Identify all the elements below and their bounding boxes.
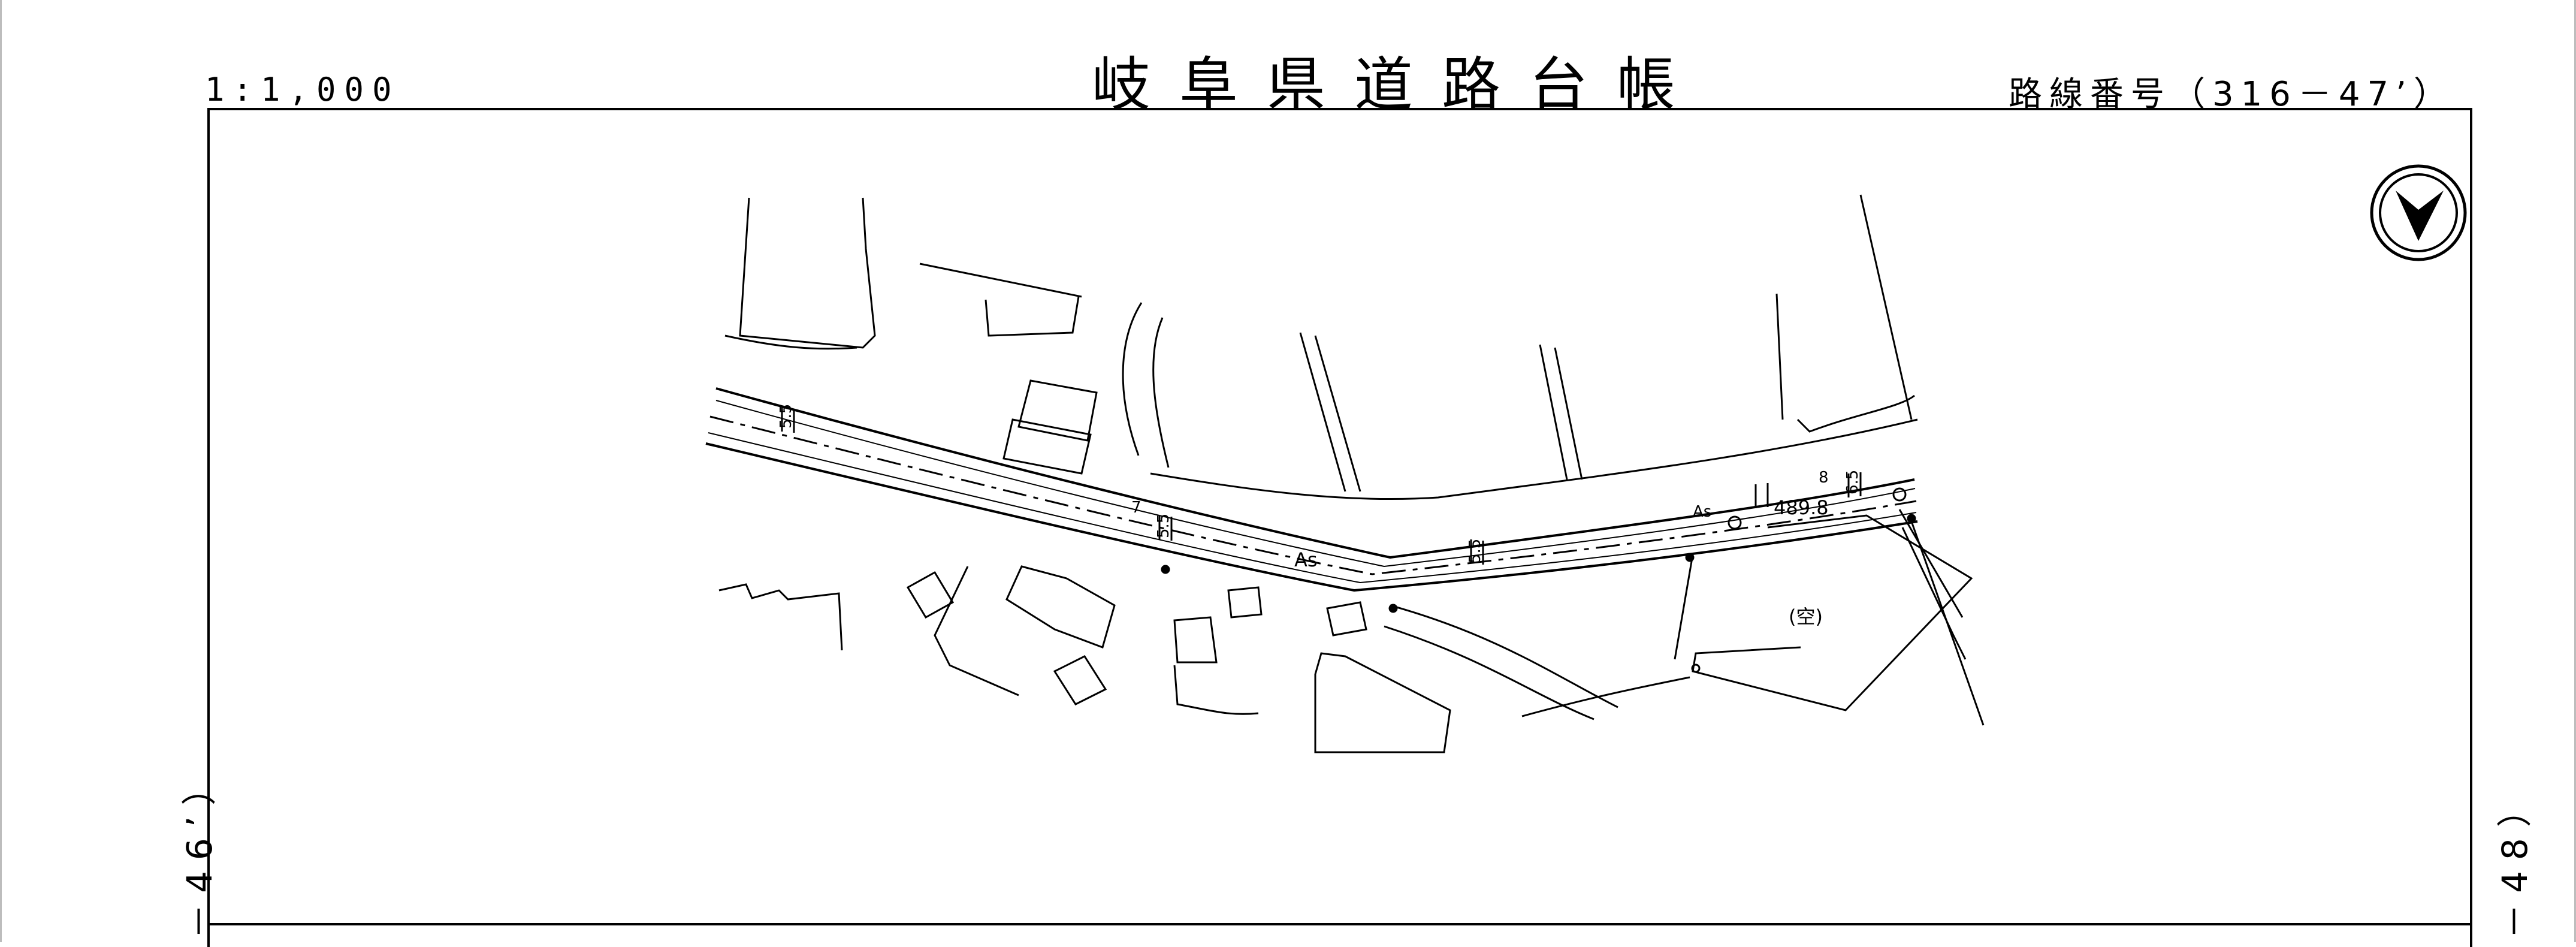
building-lower-3 (1005, 565, 1116, 649)
page-edge-right (2574, 0, 2576, 942)
building-lower-4 (1053, 655, 1107, 705)
building-lower-6 (1227, 586, 1263, 619)
road-sideline-south (708, 432, 1917, 584)
page-edge-left (0, 0, 2, 942)
elevation-label: 489.8 (1774, 496, 1829, 519)
building-upper-2 (1002, 418, 1092, 475)
north-arrow-icon (2370, 164, 2467, 261)
road-edge-south (705, 442, 1918, 592)
vacant-label: (空) (1789, 605, 1823, 628)
map-border-bottom (207, 923, 2472, 925)
building-lower-2 (906, 571, 955, 619)
map-border (207, 108, 2472, 947)
route-number-label: 路線番号（316－47’） (2009, 75, 2454, 114)
building-upper-1 (1017, 379, 1098, 442)
building-lower-5 (1173, 616, 1218, 663)
width-label-2: 5.5 (1155, 514, 1173, 538)
road-centerline (709, 415, 1917, 575)
paved-label-2: As (1693, 503, 1711, 521)
scale-label: 1:1,000 (205, 71, 400, 108)
width-label-1: 5.5 (777, 404, 795, 429)
parcel-vacant (1692, 514, 1973, 711)
building-lower-8 (1314, 652, 1451, 753)
station-label-7: 7 (1131, 499, 1141, 517)
paved-label-1: As (1294, 548, 1318, 571)
building-lower-7 (1326, 601, 1367, 637)
parcel-upper-left (739, 197, 876, 349)
road-edge-north (715, 387, 1915, 559)
width-label-4: 6.5 (1844, 470, 1862, 494)
station-label-8: 8 (1819, 469, 1829, 487)
road-sideline-north (715, 400, 1916, 568)
width-label-3: 5.5 (1466, 539, 1484, 563)
building-lower-left (718, 583, 843, 651)
